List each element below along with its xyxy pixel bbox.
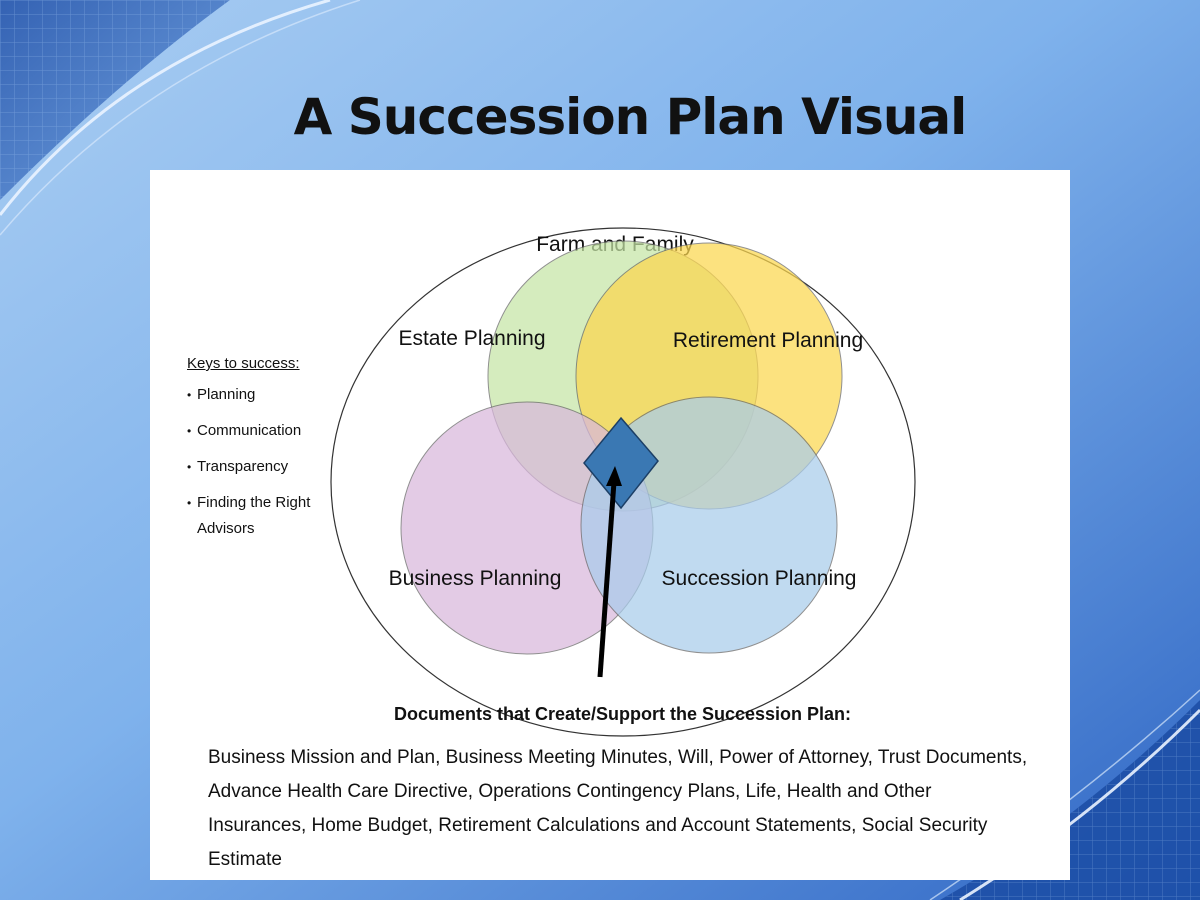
venn-diagram: Farm and Family Estate Planning Retireme… (330, 227, 916, 737)
farm-family-ellipse (330, 227, 916, 737)
retirement-planning-label: Retirement Planning (673, 329, 863, 352)
arrow-head (606, 466, 622, 486)
key-item-advisors: Finding the Right Advisors (187, 490, 357, 542)
key-item-transparency: Transparency (187, 454, 357, 480)
diagram-panel: Farm and Family Estate Planning Retireme… (150, 170, 1070, 880)
business-planning-label: Business Planning (389, 567, 562, 590)
documents-text: Business Mission and Plan, Business Meet… (208, 747, 1028, 870)
documents-heading: Documents that Create/Support the Succes… (393, 704, 852, 724)
slide-title: A Succession Plan Visual (293, 88, 968, 146)
key-item-communication: Communication (187, 418, 357, 444)
arrow-line (597, 481, 617, 678)
succession-planning-label: Succession Planning (662, 567, 857, 590)
center-diamond (583, 416, 659, 510)
keys-title: Keys to success: (187, 355, 300, 372)
keys-list: Planning Communication Transparency Find… (187, 382, 357, 542)
estate-planning-label: Estate Planning (398, 327, 545, 350)
key-item-planning: Planning (187, 382, 357, 408)
keys-to-success: Keys to success: Planning Communication … (187, 355, 357, 558)
